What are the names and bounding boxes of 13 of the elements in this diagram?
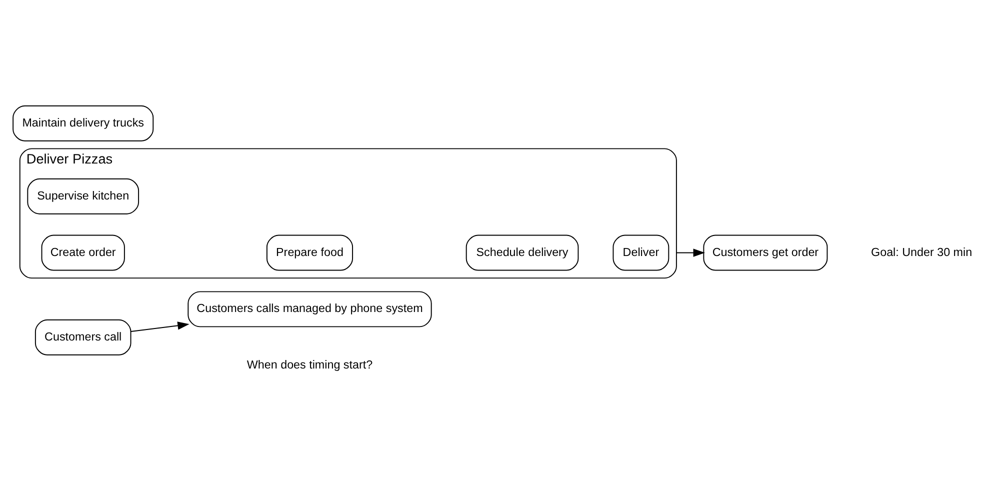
node-box: Supervise kitchen — [27, 178, 140, 214]
node-box: Deliver — [612, 234, 670, 271]
node-box: Maintain delivery trucks — [12, 105, 154, 142]
label: When does timing start? — [246, 358, 373, 372]
node-box: Prepare food — [266, 234, 354, 271]
arrow — [676, 248, 705, 257]
node-box: Create order — [41, 234, 125, 271]
node-box: Customers get order — [703, 234, 828, 271]
node-box: Customers calls managed by phone system — [188, 291, 432, 328]
label: Goal: Under 30 min — [871, 246, 972, 259]
node-box: Schedule delivery — [466, 234, 579, 271]
arrow — [130, 322, 190, 332]
node-box: Customers call — [34, 319, 132, 356]
